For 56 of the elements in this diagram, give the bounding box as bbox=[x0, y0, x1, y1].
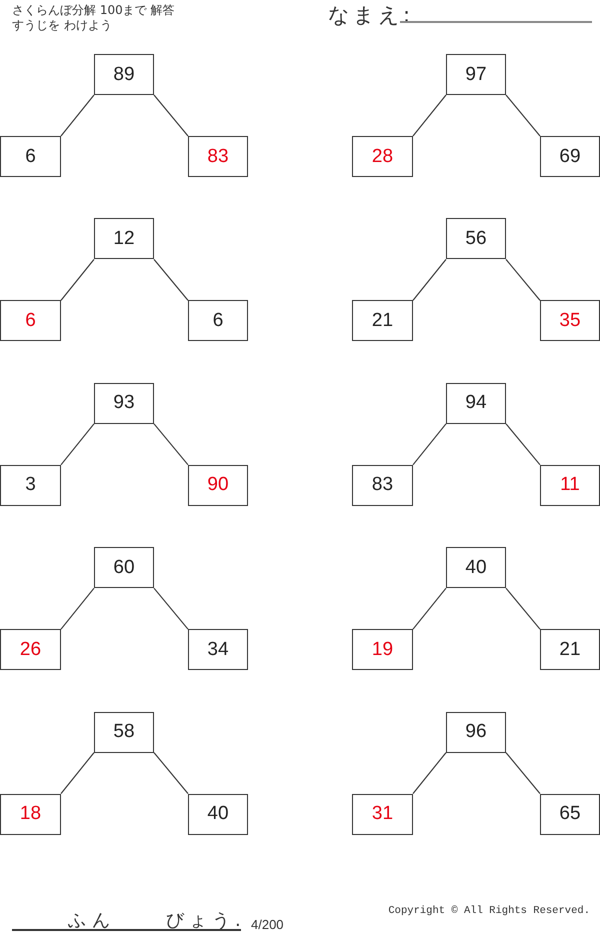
number-box: 89 bbox=[94, 54, 154, 95]
number-box: 69 bbox=[540, 136, 600, 177]
number-box: 60 bbox=[94, 547, 154, 588]
number-box: 11 bbox=[540, 464, 600, 506]
connector-line bbox=[412, 588, 446, 630]
number-box: 40 bbox=[188, 794, 248, 835]
instruction-text: すうじを わけよう bbox=[12, 17, 112, 34]
minutes-unit: ふん bbox=[68, 909, 116, 932]
number-box: 34 bbox=[188, 629, 248, 670]
worksheet-title: さくらんぼ分解 100まで 解答 bbox=[12, 2, 175, 19]
connector-line bbox=[506, 588, 540, 630]
connector-line bbox=[154, 752, 188, 794]
number-box: 58 bbox=[94, 712, 154, 753]
page-number: 4/200 bbox=[251, 917, 284, 932]
number-box: 26 bbox=[0, 629, 61, 670]
number-box: 21 bbox=[540, 629, 600, 670]
number-box: 6 bbox=[0, 300, 61, 342]
number-box: 3 bbox=[0, 464, 61, 506]
connector-line bbox=[60, 752, 94, 794]
connector-line bbox=[506, 259, 540, 301]
number-box: 93 bbox=[94, 382, 154, 424]
connector-line bbox=[412, 423, 446, 466]
number-box: 6 bbox=[188, 300, 248, 342]
number-box: 40 bbox=[446, 547, 506, 588]
number-box: 35 bbox=[540, 300, 600, 342]
number-box: 18 bbox=[0, 794, 61, 835]
copyright-text: Copyright © All Rights Reserved. bbox=[388, 905, 590, 917]
number-box: 96 bbox=[446, 712, 506, 753]
number-box: 83 bbox=[352, 464, 413, 506]
number-box: 65 bbox=[540, 794, 600, 835]
connector-line bbox=[412, 259, 446, 301]
connector-line bbox=[154, 588, 188, 630]
number-box: 19 bbox=[352, 629, 413, 670]
number-box: 83 bbox=[188, 136, 248, 177]
connector-line bbox=[154, 259, 188, 301]
number-box: 94 bbox=[446, 382, 506, 424]
connector-line bbox=[412, 752, 446, 794]
number-box: 31 bbox=[352, 794, 413, 835]
number-box: 21 bbox=[352, 300, 413, 342]
connector-line bbox=[60, 423, 94, 466]
number-box: 56 bbox=[446, 218, 506, 260]
connector-line bbox=[60, 94, 94, 136]
number-box: 90 bbox=[188, 464, 248, 506]
seconds-unit: びょう. bbox=[166, 909, 246, 932]
connector-line bbox=[412, 94, 446, 136]
number-box: 97 bbox=[446, 54, 506, 95]
number-box: 12 bbox=[94, 218, 154, 260]
connector-line bbox=[506, 423, 540, 466]
connector-line bbox=[154, 423, 188, 466]
connector-line bbox=[60, 259, 94, 301]
connector-line bbox=[154, 94, 188, 136]
number-box: 28 bbox=[352, 136, 413, 177]
connector-line bbox=[506, 752, 540, 794]
connector-line bbox=[506, 94, 540, 136]
number-box: 6 bbox=[0, 136, 61, 177]
connector-line bbox=[60, 588, 94, 630]
